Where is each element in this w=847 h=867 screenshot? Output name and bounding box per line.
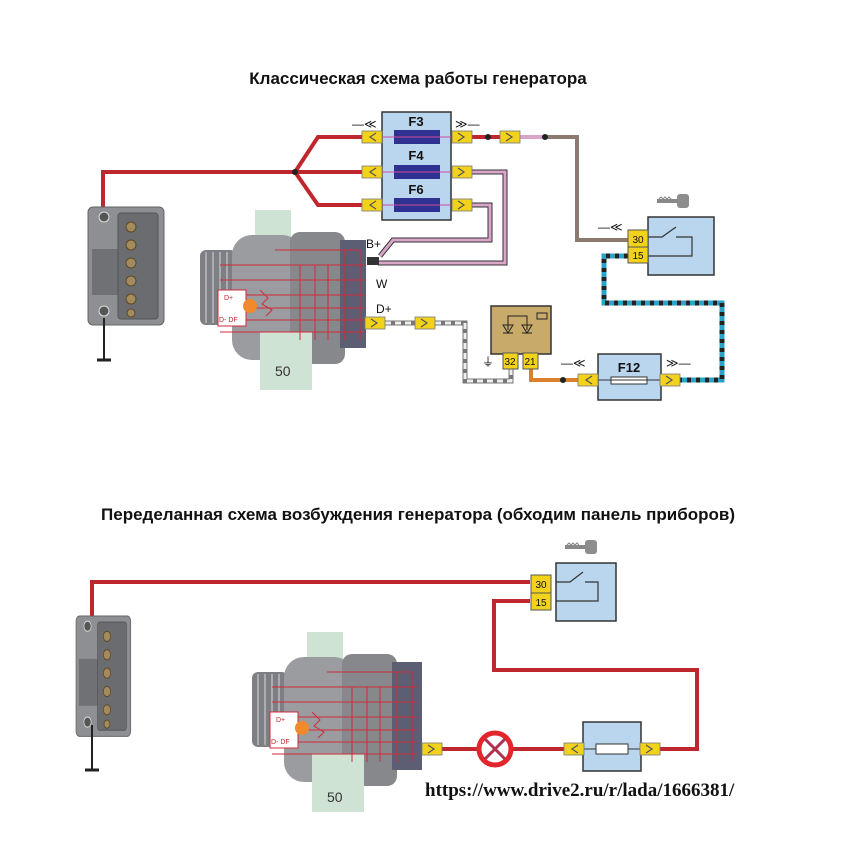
fuse-icon (563, 721, 661, 772)
fuse-f4-label: F4 (408, 148, 424, 163)
ground-symbol: ⏚ (482, 355, 494, 369)
fuse-block: F3 F4 F6 —≪ ≫— (352, 111, 521, 221)
switch-terminal-15: 15 (535, 598, 547, 609)
alternator-icon: D+ D- DF 50 (200, 210, 366, 390)
svg-text:D+: D+ (276, 717, 285, 724)
lamp-terminal-21: 21 (524, 357, 536, 368)
blocked-x-icon (476, 730, 514, 768)
svg-text:50: 50 (275, 363, 291, 379)
key-icon (656, 193, 690, 209)
svg-text:D- DF: D- DF (271, 739, 290, 746)
arrow-in-icon: —≪ (598, 220, 623, 234)
warning-lamp-icon: 32 21 ⏚ (482, 305, 552, 370)
key-icon (564, 539, 598, 555)
ground-icon (97, 318, 111, 362)
bottom-title: Переделанная схема возбуждения генератор… (101, 505, 735, 524)
source-url: https://www.drive2.ru/r/lada/1666381/ (425, 780, 735, 801)
switch-terminal-15: 15 (632, 251, 644, 262)
ignition-switch-icon: 30 15 —≪ (598, 216, 715, 276)
ground-icon (85, 725, 99, 772)
switch-terminal-30: 30 (632, 235, 644, 246)
battery-icon (75, 615, 132, 737)
top-title: Классическая схема работы генератора (249, 69, 587, 88)
switch-terminal-30: 30 (535, 580, 547, 591)
fuse-f3-label: F3 (408, 114, 423, 129)
arrow-out-icon: ≫— (666, 356, 691, 370)
top-wires (101, 134, 725, 384)
b-plus-connector (367, 257, 379, 265)
svg-text:D+: D+ (224, 295, 233, 302)
fuse-f12-label: F12 (618, 360, 640, 375)
battery-icon (87, 206, 165, 326)
alternator-icon: D+ D- DF 50 (252, 632, 422, 812)
svg-text:50: 50 (327, 789, 343, 805)
terminal-w: W (376, 277, 388, 291)
ignition-switch-icon: 30 15 (530, 562, 617, 622)
terminal-b-plus: B+ (366, 237, 381, 251)
arrow-in-icon: —≪ (352, 117, 377, 131)
fuse-f6-label: F6 (408, 182, 423, 197)
lamp-terminal-32: 32 (504, 357, 516, 368)
svg-text:D- DF: D- DF (219, 317, 238, 324)
fuse-f12: F12 —≪ ≫— (561, 353, 691, 401)
arrow-in-icon: —≪ (561, 356, 586, 370)
terminal-d-plus: D+ (376, 302, 392, 316)
fuse-icon (382, 130, 451, 212)
arrow-out-icon: ≫— (455, 117, 480, 131)
